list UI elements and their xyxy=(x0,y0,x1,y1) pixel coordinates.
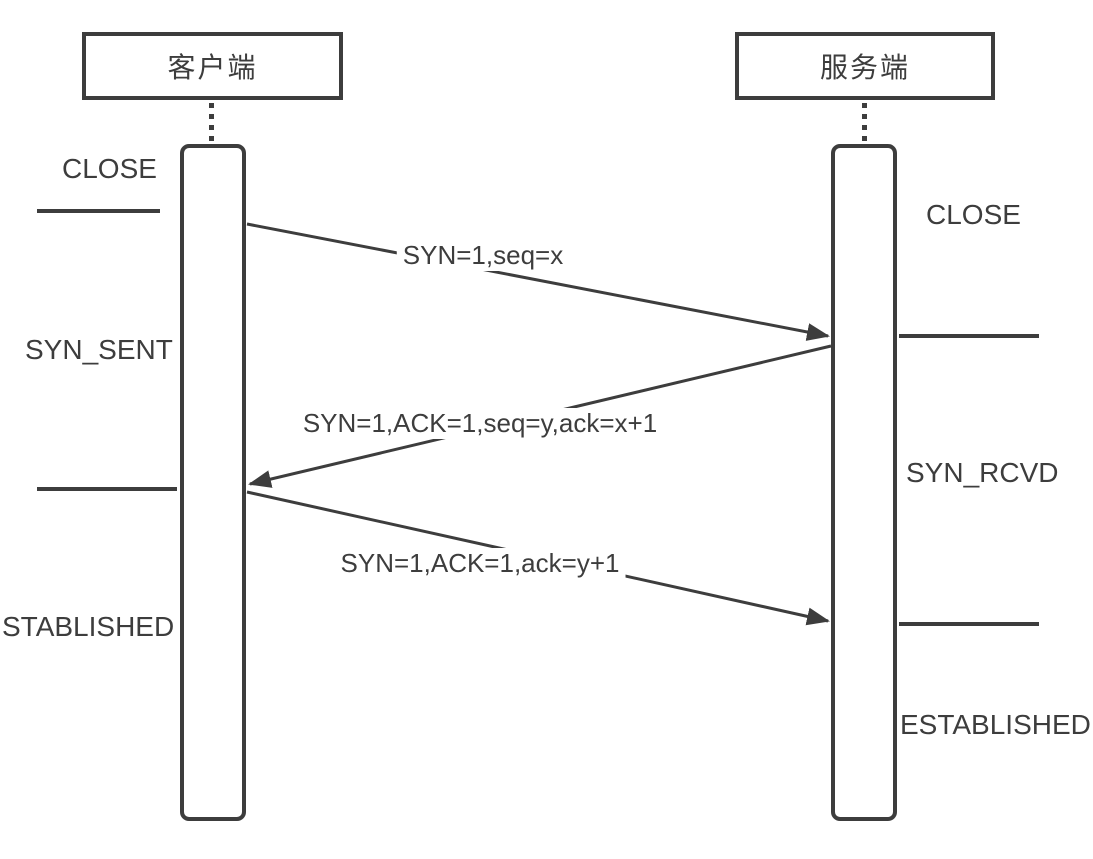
server-activation-bar xyxy=(831,144,897,821)
server-lifeline-dotted xyxy=(862,103,867,144)
client-close-tick xyxy=(37,209,160,213)
message-label-syn-ack: SYN=1,ACK=1,seq=y,ack=x+1 xyxy=(296,408,664,440)
actor-box-server: 服务端 xyxy=(735,32,995,100)
server-syn-rcvd-tick xyxy=(899,622,1039,626)
client-state-syn-sent: SYN_SENT xyxy=(25,334,173,365)
message-label-syn: SYN=1,seq=x xyxy=(396,240,570,272)
server-state-close: CLOSE xyxy=(926,199,1021,230)
actor-label-client: 客户端 xyxy=(167,52,258,83)
message-label-ack: SYN=1,ACK=1,ack=y+1 xyxy=(334,548,626,580)
client-syn-sent-tick xyxy=(37,487,177,491)
client-lifeline-dotted xyxy=(209,103,214,144)
client-state-established: STABLISHED xyxy=(2,611,175,642)
arrow-syn xyxy=(246,222,830,341)
server-state-syn-rcvd: SYN_RCVD xyxy=(906,457,1059,488)
client-activation-bar xyxy=(180,144,246,821)
client-state-close: CLOSE xyxy=(62,153,157,184)
server-close-tick xyxy=(899,334,1039,338)
server-state-established: ESTABLISHED xyxy=(900,709,1091,740)
actor-label-server: 服务端 xyxy=(819,52,910,83)
actor-box-client: 客户端 xyxy=(82,32,343,100)
